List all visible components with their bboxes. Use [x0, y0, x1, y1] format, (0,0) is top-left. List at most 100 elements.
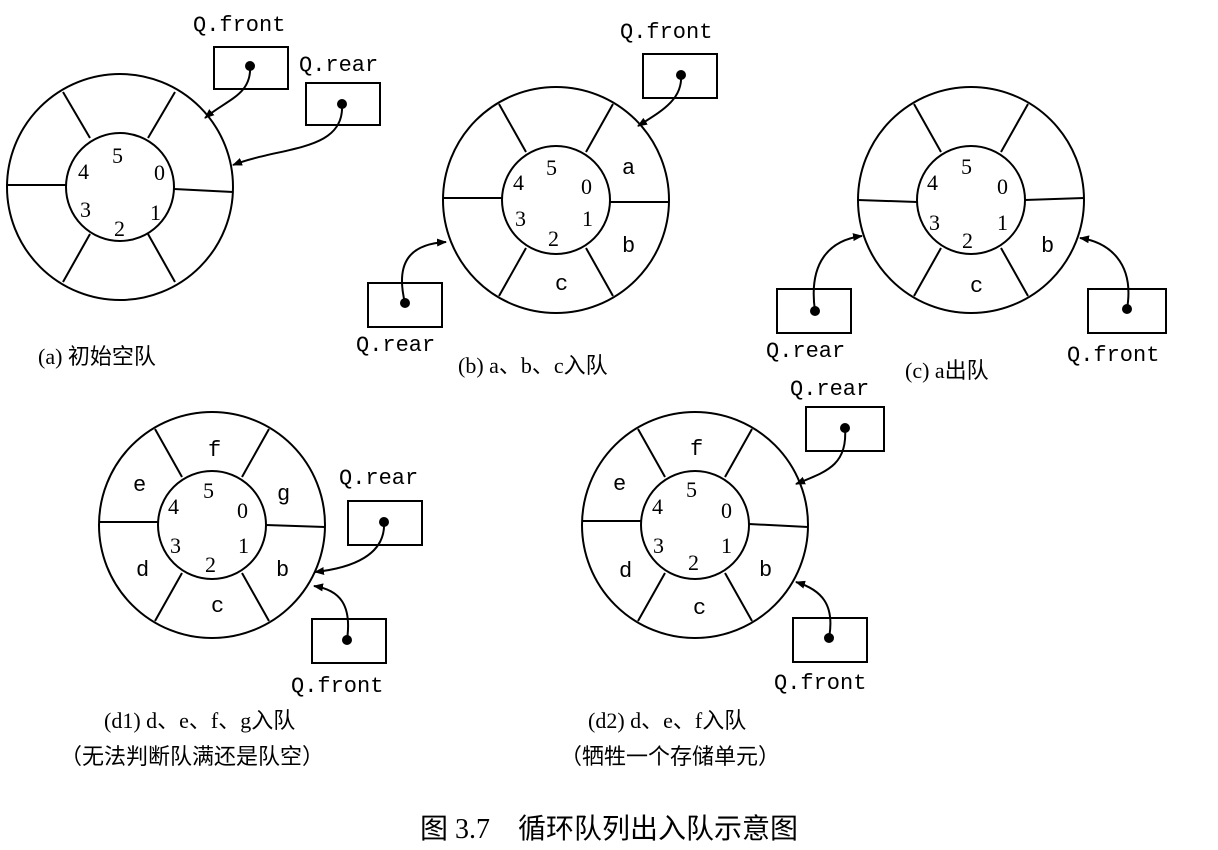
rear-pointer-arrow — [314, 521, 386, 576]
front-pointer: Q.front — [620, 20, 718, 127]
index-2: 2 — [962, 228, 973, 253]
caption-b: (b) a、b、c入队 — [458, 353, 608, 378]
index-5: 5 — [112, 143, 123, 168]
index-2: 2 — [114, 216, 125, 241]
rear-pointer-arrow — [812, 233, 863, 312]
cell-values: a b c — [555, 156, 635, 297]
cell-3: d — [136, 558, 149, 583]
rear-label: Q.rear — [299, 53, 378, 78]
index-1: 1 — [238, 533, 249, 558]
caption-d1: (d1) d、e、f、g入队 — [104, 708, 295, 733]
cell-3: d — [619, 559, 632, 584]
front-pointer: Q.front — [1067, 235, 1167, 368]
divider-lines — [582, 428, 809, 622]
cell-4: e — [133, 473, 146, 498]
outer-ring — [6, 73, 234, 301]
divider-lines — [857, 103, 1085, 297]
front-label: Q.front — [193, 13, 285, 38]
index-4: 4 — [168, 494, 179, 519]
index-3: 3 — [515, 206, 526, 231]
index-0: 0 — [721, 498, 732, 523]
caption-d1-note: （无法判断队满还是队空） — [60, 744, 324, 769]
caption-c: (c) a出队 — [905, 358, 989, 383]
cell-5: f — [208, 438, 221, 463]
front-label: Q.front — [291, 674, 383, 699]
index-3: 3 — [170, 533, 181, 558]
cell-5: f — [690, 437, 703, 462]
front-pointer-arrow — [795, 580, 832, 639]
rear-pointer-arrow — [232, 103, 344, 166]
slot-indices: 0 1 2 3 4 5 — [927, 154, 1008, 253]
divider-lines — [99, 428, 326, 622]
rear-pointer-box — [367, 282, 443, 328]
divider-lines — [443, 103, 669, 297]
index-3: 3 — [653, 533, 664, 558]
index-2: 2 — [205, 552, 216, 577]
rear-pointer: Q.rear — [232, 53, 381, 166]
cell-values: g b c d e f — [133, 438, 290, 619]
inner-ring — [65, 132, 175, 242]
cell-2: c — [211, 594, 224, 619]
index-4: 4 — [78, 159, 89, 184]
rear-label: Q.rear — [339, 466, 418, 491]
front-pointer-arrow — [637, 74, 683, 127]
index-4: 4 — [652, 494, 663, 519]
rear-pointer-box — [805, 406, 885, 452]
slot-indices: 0 1 2 3 4 5 — [78, 143, 165, 241]
inner-ring — [501, 145, 611, 255]
front-pointer-box — [213, 46, 289, 90]
slot-indices: 0 1 2 3 4 5 — [168, 478, 249, 577]
divider-lines — [6, 91, 234, 283]
front-pointer-box — [642, 53, 718, 99]
diagram-b: 0 1 2 3 4 5 a b c Q.front Q.rear (b) a、b… — [356, 20, 718, 378]
front-label: Q.front — [620, 20, 712, 45]
index-4: 4 — [513, 170, 524, 195]
outer-ring — [581, 411, 809, 639]
index-0: 0 — [154, 160, 165, 185]
index-5: 5 — [961, 154, 972, 179]
index-0: 0 — [237, 498, 248, 523]
front-pointer: Q.front — [774, 580, 868, 696]
cell-2: c — [555, 272, 568, 297]
slot-indices: 0 1 2 3 4 5 — [513, 155, 593, 251]
front-pointer: Q.front — [291, 583, 387, 699]
rear-pointer-box — [305, 82, 381, 126]
index-2: 2 — [688, 550, 699, 575]
front-pointer-arrow — [1079, 235, 1130, 310]
cell-0: g — [277, 482, 290, 507]
rear-pointer: Q.rear — [790, 377, 885, 485]
rear-label: Q.rear — [766, 339, 845, 364]
rear-pointer-box — [347, 500, 423, 546]
cell-1: b — [1041, 234, 1054, 259]
index-1: 1 — [582, 206, 593, 231]
front-label: Q.front — [1067, 343, 1159, 368]
cell-2: c — [970, 274, 983, 299]
index-5: 5 — [546, 155, 557, 180]
index-0: 0 — [581, 174, 592, 199]
diagram-c: 0 1 2 3 4 5 b c Q.rear Q.front (c) a出队 — [766, 86, 1167, 383]
cell-1: b — [622, 234, 635, 259]
index-2: 2 — [548, 226, 559, 251]
front-pointer-arrow — [313, 583, 350, 641]
figure-title: 图 3.7 循环队列出入队示意图 — [420, 813, 798, 845]
cell-0: a — [622, 156, 635, 181]
caption-d2-note: （牺牲一个存储单元） — [560, 744, 780, 769]
rear-label: Q.rear — [356, 333, 435, 358]
cell-2: c — [693, 596, 706, 621]
rear-pointer-arrow — [795, 427, 847, 485]
front-label: Q.front — [774, 671, 866, 696]
rear-pointer: Q.rear — [766, 233, 863, 364]
index-1: 1 — [721, 533, 732, 558]
front-pointer-arrow — [204, 65, 252, 119]
rear-label: Q.rear — [790, 377, 869, 402]
front-pointer: Q.front — [193, 13, 289, 119]
rear-pointer-arrow — [401, 238, 447, 304]
slot-indices: 0 1 2 3 4 5 — [652, 477, 732, 575]
cell-1: b — [759, 558, 772, 583]
outer-ring — [98, 411, 326, 639]
caption-a: (a) 初始空队 — [38, 344, 156, 369]
index-5: 5 — [686, 477, 697, 502]
rear-pointer: Q.rear — [314, 466, 423, 576]
outer-ring — [442, 86, 670, 314]
